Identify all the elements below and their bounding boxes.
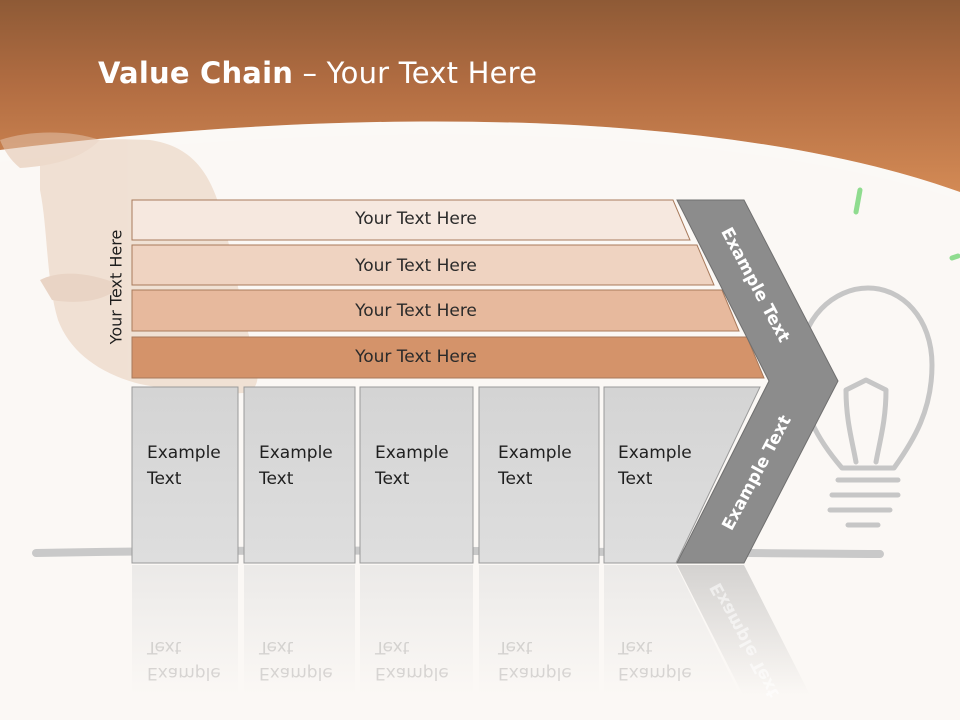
activity-card-5 <box>603 386 761 564</box>
header-highlight <box>0 121 960 200</box>
activity-text-reflection: Example Text <box>259 634 359 686</box>
activity-line: Example <box>618 663 692 683</box>
activity-text-reflection: Example Text <box>498 634 598 686</box>
activity-line: Example <box>147 663 221 683</box>
activity-line: Example <box>498 443 572 463</box>
activity-line: Text <box>498 637 533 657</box>
title-bold: Value Chain <box>98 56 294 90</box>
activity-line: Example <box>147 443 221 463</box>
activity-line: Text <box>498 469 533 489</box>
activity-line: Text <box>618 469 653 489</box>
activity-card-3 <box>359 386 474 564</box>
activity-line: Example <box>375 443 449 463</box>
support-row-2 <box>131 244 715 286</box>
activity-line: Example <box>618 443 692 463</box>
support-row-label: Your Text Here <box>355 209 477 229</box>
spark-mark <box>949 253 960 261</box>
activity-card-1 <box>131 386 239 564</box>
reflection <box>132 565 810 695</box>
activity-text-reflection: Example Text <box>147 634 247 686</box>
activity-line: Example <box>375 663 449 683</box>
activity-line: Text <box>618 637 653 657</box>
support-row-label: Your Text Here <box>355 256 477 276</box>
activity-line: Text <box>375 637 410 657</box>
support-row-4 <box>131 336 765 379</box>
slide-title: Value Chain – Your Text Here <box>98 56 537 90</box>
activity-line: Text <box>147 637 182 657</box>
margin-chevron <box>676 199 839 564</box>
activity-text-reflection: Example Text <box>618 634 718 686</box>
support-row-3 <box>131 289 740 332</box>
activity-line: Example <box>498 663 572 683</box>
support-row-label: Your Text Here <box>355 301 477 321</box>
header-band <box>0 0 960 192</box>
title-rest: – Your Text Here <box>293 56 538 90</box>
spark-mark <box>853 187 863 215</box>
activity-card-2 <box>243 386 356 564</box>
activity-line: Example <box>259 443 333 463</box>
activity-line: Text <box>259 637 294 657</box>
activity-line: Text <box>147 469 182 489</box>
side-label: Your Text Here <box>106 229 126 345</box>
activity-line: Text <box>375 469 410 489</box>
activity-line: Text <box>259 469 294 489</box>
support-row-label: Your Text Here <box>355 347 477 367</box>
activity-text-reflection: Example Text <box>375 634 475 686</box>
support-row-1 <box>131 199 691 241</box>
activity-card-4 <box>478 386 600 564</box>
activity-line: Example <box>259 663 333 683</box>
